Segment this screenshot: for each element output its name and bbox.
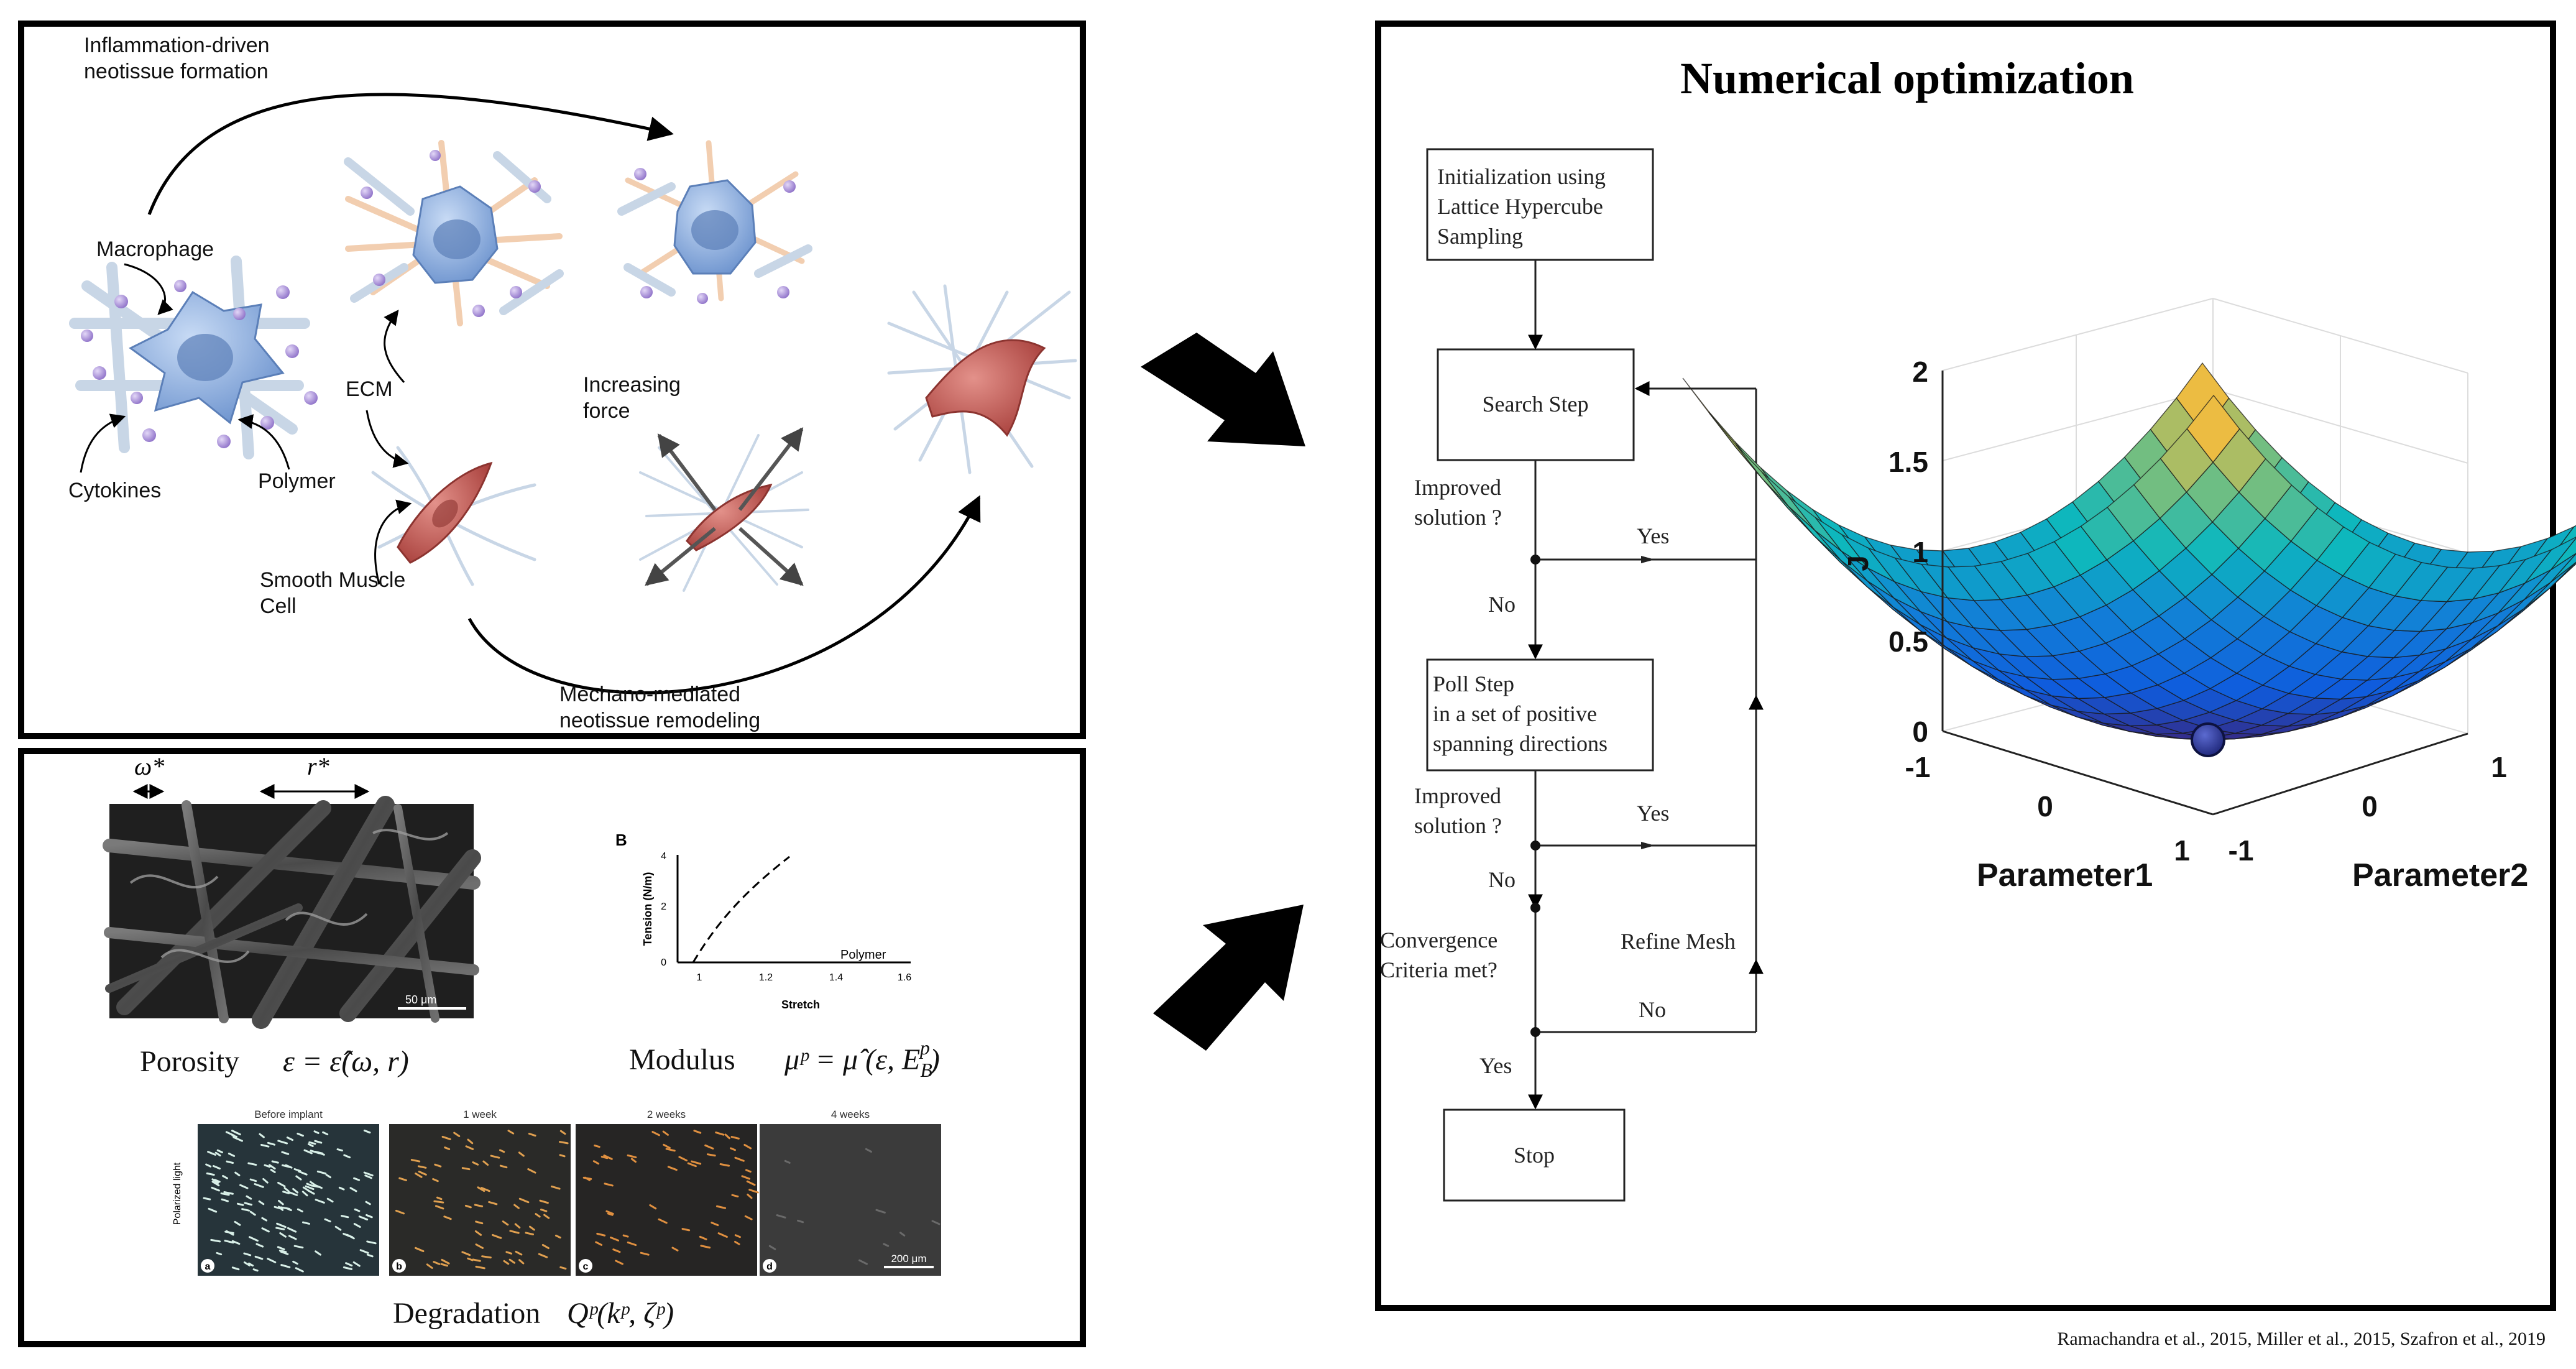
label-cytokines: Cytokines <box>68 479 161 502</box>
degradation-formula: Qᵖ(kᵖ, ζᵖ) <box>567 1297 674 1330</box>
graph-curve-label: Polymer <box>840 948 886 962</box>
xtick-1: 1 <box>697 972 702 983</box>
graph-ylabel: Tension (N/m) <box>642 872 654 946</box>
micrograph-tile: 2 weeks c <box>576 1109 759 1276</box>
no-label-1: No <box>1488 592 1516 617</box>
smc-increasing-force-illustration <box>639 427 809 592</box>
polarized-light-micrographs: Polarized light Before implant a 1 week b 2 … <box>172 1109 941 1276</box>
xtick-1: 1 <box>2174 834 2190 867</box>
xtick-neg1: -1 <box>1905 751 1931 783</box>
y-axis-label: Parameter2 <box>2352 857 2528 893</box>
ytick-2: 2 <box>661 901 666 912</box>
label-ecm: ECM <box>346 377 393 401</box>
panel-scaffold-properties: ω* r* 50 μm B <box>18 748 1086 1347</box>
sem-scaffold-image: 50 μm <box>103 796 481 1029</box>
init-box <box>1426 148 1654 261</box>
r-label: r* <box>307 752 329 780</box>
ztick-0.5: 0.5 <box>1888 625 1928 658</box>
xtick-1.6: 1.6 <box>898 972 911 983</box>
ztick-1: 1 <box>1912 536 1928 568</box>
x-axis-label: Parameter1 <box>1977 857 2153 893</box>
porosity-formula: ε = ε̂(ω, r) <box>283 1045 409 1078</box>
surface-mesh <box>1682 362 2576 740</box>
panel-title: Numerical optimization <box>1680 53 2134 103</box>
micrograph-letter: c <box>583 1261 589 1272</box>
objective-surface-plot: 0 0.5 1 1.5 2 J -1 0 1 -1 0 1 Parameter1… <box>1682 298 2576 893</box>
micrograph-tile: 4 weeks d <box>760 1109 941 1276</box>
omega-label: ω* <box>134 752 164 780</box>
ztick-1.5: 1.5 <box>1888 446 1928 478</box>
ztick-0: 0 <box>1912 716 1928 748</box>
yes-label-2: Yes <box>1637 801 1669 826</box>
tension-stretch-graph: B 0 2 4 1 1.2 1.4 1.6 Stretch Tension (N… <box>615 831 911 1011</box>
macrophage-ecm-illustration <box>344 140 564 326</box>
micrograph-tile: Before implant a <box>198 1109 379 1276</box>
stop-box <box>1443 1109 1626 1202</box>
micrograph-scale-label: 200 μm <box>891 1253 926 1265</box>
ytick-0: 0 <box>2362 790 2378 823</box>
label-macrophage: Macrophage <box>96 237 214 261</box>
label-polymer: Polymer <box>258 469 336 493</box>
degradation-label: Degradation <box>393 1297 540 1330</box>
label-pointer-arrows <box>80 263 412 585</box>
smooth-muscle-cell-illustration <box>371 446 536 586</box>
stop-text: Stop <box>1514 1143 1555 1168</box>
big-arrow-lower <box>1153 905 1304 1051</box>
graph-xlabel: Stretch <box>781 998 820 1011</box>
micrograph-side-label: Polarized light <box>172 1162 183 1225</box>
ytick-4: 4 <box>661 851 666 862</box>
xtick-0: 0 <box>2037 790 2053 823</box>
no-label-2: No <box>1488 867 1516 892</box>
ytick-neg1: -1 <box>2229 834 2254 867</box>
citation: Ramachandra et al., 2015, Miller et al.,… <box>2057 1329 2546 1349</box>
poll-step-box <box>1426 658 1654 772</box>
yes-label-3: Yes <box>1479 1053 1512 1078</box>
search-step-text: Search Step <box>1483 392 1589 417</box>
modulus-formula: μᵖ = μ̂ (ε, EBp) <box>784 1036 940 1081</box>
porosity-label: Porosity <box>140 1045 239 1078</box>
micrograph-letter: b <box>396 1261 402 1272</box>
arc-arrow-remodeling <box>467 495 981 694</box>
macrophage-cell-remodeled <box>617 140 812 304</box>
micrograph-tile: 1 week b <box>389 1109 571 1276</box>
yes-label-1: Yes <box>1637 523 1669 548</box>
ytick-0: 0 <box>661 957 666 968</box>
ytick-1: 1 <box>2491 751 2507 783</box>
graph-panel-letter: B <box>615 831 627 849</box>
panel-numerical-optimization: Numerical optimization <box>1375 21 2576 1311</box>
big-arrow-upper <box>1141 333 1305 446</box>
micrograph-title: 4 weeks <box>831 1109 870 1120</box>
micrograph-title: 2 weeks <box>647 1109 686 1120</box>
ztick-2: 2 <box>1912 356 1928 388</box>
z-axis-label: J <box>1842 555 1874 571</box>
arc-arrow-inflammation <box>147 93 674 215</box>
xtick-1.4: 1.4 <box>829 972 843 983</box>
global-minimum-marker <box>2191 722 2225 757</box>
micrograph-letter: d <box>766 1261 773 1272</box>
polymer-tension-curve <box>692 855 790 963</box>
sem-scale-bar-label: 50 μm <box>405 993 436 1006</box>
micrograph-title: 1 week <box>463 1109 497 1120</box>
no-label-3: No <box>1639 997 1666 1022</box>
micrograph-letter: a <box>205 1261 211 1272</box>
smc-remodeled-illustration <box>887 284 1077 474</box>
xtick-1.2: 1.2 <box>759 972 773 983</box>
micrograph-title: Before implant <box>254 1109 323 1120</box>
modulus-label: Modulus <box>629 1043 735 1076</box>
refine-mesh-label: Refine Mesh <box>1621 929 1736 954</box>
